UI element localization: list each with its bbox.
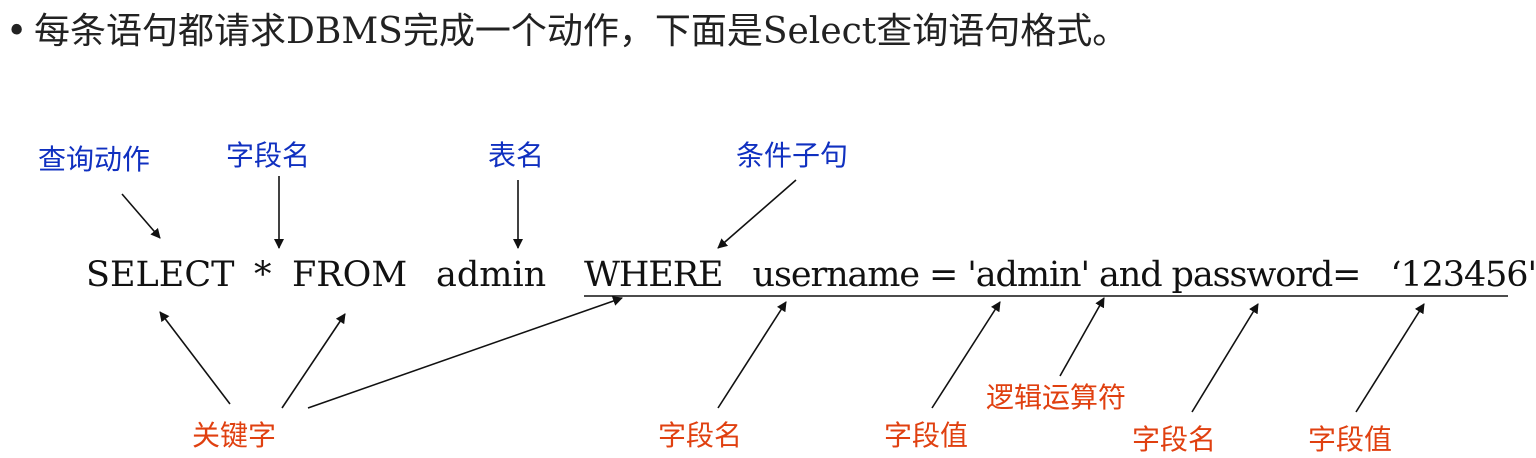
- arrow-query-action: [121, 193, 161, 239]
- bullet-text: 每条语句都请求DBMS完成一个动作，下面是Select查询语句格式。: [34, 11, 1129, 52]
- label-field-value-2: 字段值: [1308, 423, 1393, 456]
- label-logical-operator: 逻辑运算符: [986, 381, 1127, 414]
- label-condition-clause: 条件子句: [736, 139, 849, 172]
- arrow-keyword-where: [307, 296, 623, 409]
- sql-table-name: admin: [436, 255, 547, 295]
- label-field-name-2: 字段名: [1132, 423, 1217, 456]
- arrow-logical-operator: [1059, 297, 1105, 377]
- label-keyword: 关键字: [192, 419, 277, 452]
- arrow-keyword-select: [159, 311, 231, 405]
- sql-select-keyword: SELECT: [86, 255, 235, 295]
- label-field-name-1: 字段名: [658, 419, 743, 452]
- arrow-field-name-1: [717, 301, 787, 409]
- arrow-field-value-1: [931, 301, 1001, 409]
- arrow-condition-clause: [717, 179, 797, 249]
- label-field-name-top: 字段名: [226, 139, 311, 172]
- sql-from-keyword: FROM: [292, 255, 408, 295]
- sql-star: *: [254, 255, 272, 295]
- label-table-name: 表名: [488, 139, 545, 172]
- bullet-dot: •: [6, 11, 28, 52]
- arrow-keyword-from: [281, 313, 346, 409]
- sql-where-clause: WHERE username = 'admin' and password= ‘…: [584, 255, 1536, 295]
- arrow-field-value-2: [1355, 303, 1425, 413]
- label-query-action: 查询动作: [38, 143, 151, 176]
- bullet-line: •每条语句都请求DBMS完成一个动作，下面是Select查询语句格式。: [6, 2, 1128, 54]
- arrow-field-name-2: [1191, 303, 1259, 413]
- label-field-value-1: 字段值: [884, 419, 969, 452]
